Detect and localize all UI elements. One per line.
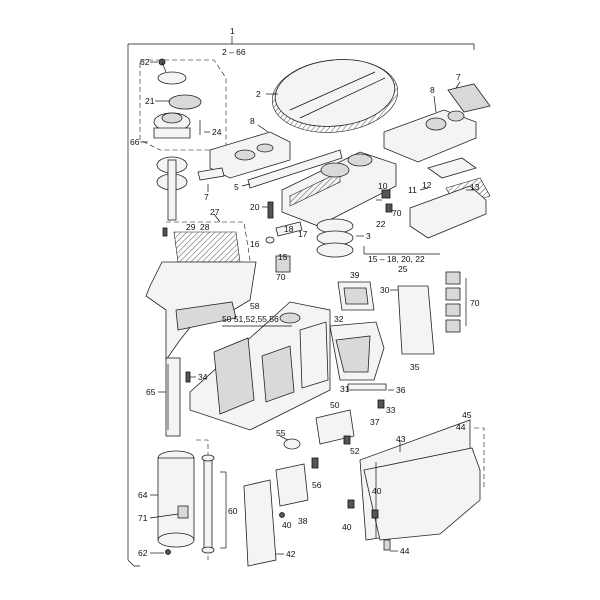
cup-holders-70	[445, 271, 467, 333]
shaft-60	[196, 439, 227, 560]
callout-18: 18	[284, 224, 294, 234]
callout-5: 5	[234, 182, 239, 192]
callout-40-c: 40	[342, 522, 352, 532]
lower-center-parts	[243, 409, 355, 567]
callout-64: 64	[138, 490, 148, 500]
callout-40-a: 40	[282, 520, 292, 530]
callout-55: 55	[276, 428, 286, 438]
callout-62-bottom: 62	[138, 548, 148, 558]
callout-13: 13	[470, 182, 480, 192]
callout-52: 52	[350, 446, 360, 456]
label-58: 58	[250, 301, 260, 311]
callout-27: 27	[210, 207, 220, 217]
callout-50: 50	[330, 400, 340, 410]
callout-40-b: 40	[372, 486, 382, 496]
callout-21: 21	[145, 96, 155, 106]
grinder-group-left	[139, 58, 227, 151]
callout-32: 32	[334, 314, 344, 324]
callout-29: 29	[186, 222, 196, 232]
callout-45: 45	[462, 410, 472, 420]
cylinder-tube-part	[165, 357, 191, 437]
callout-42: 42	[286, 549, 296, 559]
callout-7-left: 7	[204, 192, 209, 202]
callout-62-top: 62	[140, 57, 150, 67]
callout-1: 1	[230, 26, 235, 36]
assembly-bracket	[127, 36, 475, 567]
callout-8-left: 8	[250, 116, 255, 126]
callout-43: 43	[396, 434, 406, 444]
callout-2: 2	[256, 89, 261, 99]
hopper-tray-part	[281, 151, 397, 258]
callout-17: 17	[298, 229, 308, 239]
side-cover-part	[347, 419, 485, 551]
lid-part	[271, 59, 399, 133]
callout-39: 39	[350, 270, 360, 280]
small-fasteners-group	[265, 201, 303, 273]
range-15-22: 15 – 18, 20, 22	[368, 254, 425, 264]
callout-44-bottom: 44	[400, 546, 410, 556]
main-frame-part	[189, 301, 331, 431]
callout-38: 38	[298, 516, 308, 526]
callout-71: 71	[138, 513, 148, 523]
callout-70-upper: 70	[392, 208, 402, 218]
callout-8-right: 8	[430, 85, 435, 95]
upper-bracket-part	[197, 131, 343, 189]
callout-70-middle: 70	[276, 272, 286, 282]
drip-group-right	[329, 281, 435, 409]
callout-37: 37	[370, 417, 380, 427]
callout-16: 16	[250, 239, 260, 249]
callout-12: 12	[422, 180, 432, 190]
callout-20: 20	[250, 202, 260, 212]
motor-unit-part	[157, 450, 195, 555]
callout-30: 30	[380, 285, 390, 295]
callout-56: 56	[312, 480, 322, 490]
range-2-66: 2 – 66	[222, 47, 246, 57]
label-50-group: 50 51,52,55,56	[222, 314, 279, 324]
callout-7-right: 7	[456, 72, 461, 82]
callout-15: 15	[278, 252, 288, 262]
right-tray-group	[381, 83, 491, 239]
callout-35: 35	[410, 362, 420, 372]
callout-31: 31	[340, 384, 350, 394]
callout-34: 34	[198, 372, 208, 382]
callout-10: 10	[378, 181, 388, 191]
callout-28: 28	[200, 222, 210, 232]
callout-60: 60	[228, 506, 238, 516]
callout-33: 33	[386, 405, 396, 415]
callout-44-top: 44	[456, 422, 466, 432]
callout-65: 65	[146, 387, 156, 397]
callout-66: 66	[130, 137, 140, 147]
spindle-part	[156, 156, 188, 237]
callout-11: 11	[408, 185, 417, 195]
callout-36: 36	[396, 385, 406, 395]
callout-70-right: 70	[470, 298, 480, 308]
label-25: 25	[398, 264, 408, 274]
callout-3: 3	[366, 231, 371, 241]
callout-22: 22	[376, 219, 386, 229]
callout-24: 24	[212, 127, 222, 137]
bean-hopper-part	[145, 221, 257, 362]
